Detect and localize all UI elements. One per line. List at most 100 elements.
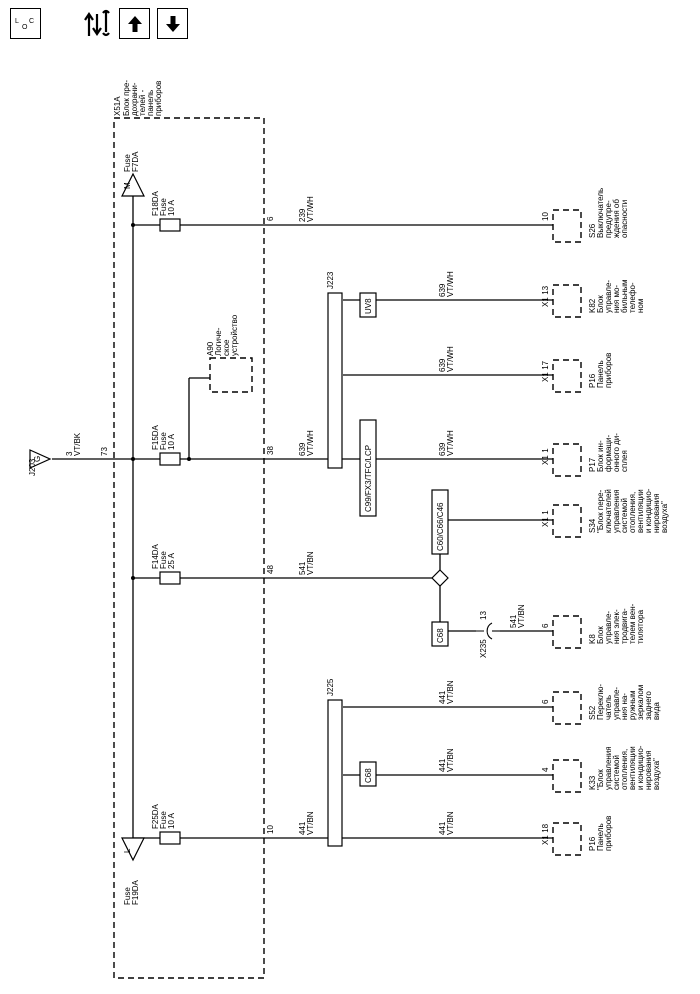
svg-text:устройство: устройство <box>230 314 239 356</box>
svg-text:приборов: приборов <box>604 353 613 388</box>
svg-text:и кондицио-: и кондицио- <box>636 745 645 790</box>
svg-text:S34: S34 <box>588 518 597 533</box>
svg-text:X113: X113 <box>541 285 550 307</box>
component-s26-pin: 10 <box>541 212 550 221</box>
component-p16b-conn: X1 <box>541 835 550 845</box>
svg-text:зеркалом: зеркалом <box>636 685 645 720</box>
svg-text:L: L <box>15 18 19 25</box>
fuse-f18da <box>159 218 181 232</box>
svg-text:воздуха": воздуха" <box>660 501 669 533</box>
svg-text:441: 441 <box>438 821 447 835</box>
svg-text:чатель: чатель <box>604 695 613 720</box>
connector-j203-triangle <box>29 449 52 469</box>
feed-pin-73: 73 <box>100 447 109 456</box>
svg-text:X117: X117 <box>541 360 550 382</box>
component-k8-box <box>552 615 582 649</box>
svg-text:ское: ское <box>222 339 231 356</box>
connector-l-triangle <box>121 837 145 862</box>
option-c99-label: C99/FX3/TFC/LCP <box>364 445 373 512</box>
svg-text:нирования: нирования <box>644 750 653 790</box>
svg-text:отопления,: отопления, <box>620 749 629 790</box>
component-k8-label: K8 Блок управле- ния элек- тродвига- тел… <box>588 603 645 644</box>
component-p16b-label: P16 Панель приборов <box>588 816 613 851</box>
svg-text:VT/WH: VT/WH <box>446 346 455 372</box>
option-c68b-label: C68 <box>364 768 373 783</box>
connector-m-fuse-label: Fuse <box>123 154 132 172</box>
component-k33-label: K33 "Блок управления системой отопления,… <box>588 745 661 790</box>
svg-text:X11: X11 <box>541 448 550 465</box>
svg-text:управления: управления <box>612 489 621 533</box>
component-k8-pin: 6 <box>541 623 550 628</box>
svg-text:Fuse: Fuse <box>159 551 168 569</box>
svg-text:Блок: Блок <box>596 295 605 313</box>
swap-view-button[interactable] <box>82 6 116 40</box>
svg-text:K33: K33 <box>588 775 597 790</box>
locator-button[interactable]: L O C <box>10 8 41 39</box>
svg-text:ния элек-: ния элек- <box>612 609 621 644</box>
svg-text:VT/BN: VT/BN <box>306 551 315 575</box>
svg-text:управле-: управле- <box>604 280 613 313</box>
component-k82-box <box>552 284 582 318</box>
component-p17-box <box>552 443 582 477</box>
svg-text:Fuse: Fuse <box>159 811 168 829</box>
svg-text:P16: P16 <box>588 373 597 388</box>
pin-38: 38 <box>266 446 275 455</box>
svg-text:ждения об: ждения об <box>612 199 621 238</box>
svg-text:тродвига-: тродвига- <box>620 608 629 644</box>
locator-icon: L O C <box>15 18 34 31</box>
svg-text:X11: X11 <box>541 510 550 527</box>
svg-text:"Блок: "Блок <box>596 769 605 790</box>
svg-text:ключателей: ключателей <box>604 489 613 533</box>
svg-text:управле-: управле- <box>612 687 621 720</box>
fuse-f25da <box>159 831 181 845</box>
component-k33-pin: 4 <box>541 767 550 772</box>
fuse-block-outline <box>113 117 265 979</box>
fuse-block-line-3: телей - <box>138 89 147 116</box>
option-c68b <box>359 761 377 787</box>
component-s52-label: S52 Переклю- чатель управле- ния на- руж… <box>588 684 661 720</box>
svg-text:F14DA: F14DA <box>151 543 160 569</box>
svg-text:639: 639 <box>298 442 307 456</box>
component-k33-box <box>552 759 582 793</box>
pin-10: 10 <box>266 825 275 834</box>
splice-diamond <box>431 569 449 587</box>
component-s34-box <box>552 504 582 538</box>
svg-text:F18DA: F18DA <box>151 190 160 216</box>
option-c99 <box>359 419 377 517</box>
svg-text:P16: P16 <box>588 836 597 851</box>
page-down-button[interactable] <box>157 8 188 39</box>
splice-j223-label: J223 <box>326 271 335 289</box>
fuse-block-line-2: дохрани- <box>130 82 139 116</box>
svg-text:вида: вида <box>652 702 661 720</box>
splice-j223 <box>327 292 343 469</box>
page-up-button[interactable] <box>119 8 150 39</box>
component-p17-label: P17 Блок ин- формаци- онного ди- сплея <box>588 433 629 472</box>
svg-text:541: 541 <box>298 561 307 575</box>
svg-text:VT/WH: VT/WH <box>446 271 455 297</box>
svg-text:Переклю-: Переклю- <box>596 684 605 720</box>
svg-text:вентиляции: вентиляции <box>636 489 645 533</box>
svg-text:системой: системой <box>620 498 629 533</box>
svg-text:F15DA: F15DA <box>151 424 160 450</box>
svg-text:O: O <box>22 24 28 31</box>
svg-text:541: 541 <box>509 614 518 628</box>
svg-text:X51A: X51A <box>113 96 122 116</box>
feed-circuit-number: 3 <box>65 451 74 456</box>
svg-text:отопления,: отопления, <box>628 492 637 533</box>
svg-text:X118: X118 <box>541 823 550 845</box>
svg-text:VT/WH: VT/WH <box>306 430 315 456</box>
fuse-f25da-label: F25DA Fuse 10 A <box>151 803 176 829</box>
svg-text:Блок: Блок <box>596 626 605 644</box>
option-c60 <box>431 489 449 555</box>
fuse-f14da-label: F14DA Fuse 25 A <box>151 543 176 569</box>
svg-text:K82: K82 <box>588 298 597 313</box>
option-uv8-label: UV8 <box>364 298 373 314</box>
component-s34-pin: 1 <box>541 510 550 515</box>
svg-text:формаци-: формаци- <box>604 435 613 472</box>
svg-text:239: 239 <box>298 208 307 222</box>
option-c68a-label: C68 <box>436 628 445 643</box>
